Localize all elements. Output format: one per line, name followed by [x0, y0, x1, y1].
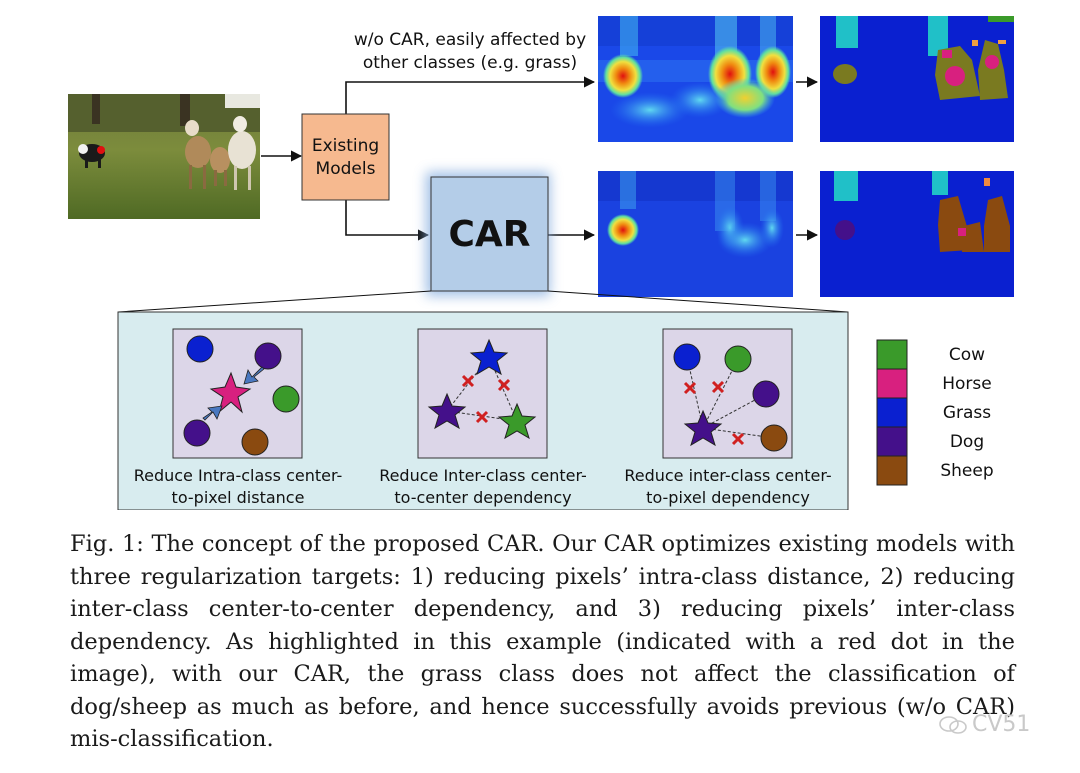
legend-label-grass: Grass	[943, 403, 991, 423]
center-to-center-panel	[417, 328, 548, 459]
figure-caption-text: The concept of the proposed CAR. Our CAR…	[70, 531, 1015, 752]
existing-models-label-line1: Existing	[312, 136, 379, 156]
wo-car-note-line2: other classes (e.g. grass)	[363, 53, 577, 73]
wo-car-note-line1: w/o CAR, easily affected by	[354, 30, 586, 50]
existing-models-box	[301, 113, 390, 201]
concept-figure: Existing Models CAR w/o CAR, easily affe…	[68, 16, 1014, 510]
panel3-caption-line1: Reduce inter-class center-	[624, 466, 831, 485]
car-label: CAR	[448, 214, 530, 255]
wechat-logo-icon	[939, 716, 967, 734]
legend-label-sheep: Sheep	[940, 461, 993, 481]
legend-label-horse: Horse	[942, 374, 992, 394]
panel1-caption-line1: Reduce Intra-class center-	[134, 466, 343, 485]
heatmap-without-car	[598, 16, 793, 142]
legend-swatch-grass	[876, 397, 908, 428]
input-photo	[68, 94, 260, 219]
panel2-caption-line1: Reduce Inter-class center-	[379, 466, 587, 485]
red-dot-marker	[97, 146, 105, 154]
heatmap-with-car	[598, 171, 793, 297]
intra-class-panel	[172, 328, 303, 459]
legend-swatch-horse	[876, 368, 908, 399]
segmentation-with-car	[820, 171, 1014, 297]
panel2-caption-line2: to-center dependency	[394, 488, 571, 507]
watermark-text: CV51	[972, 712, 1031, 737]
flow-arrows	[261, 76, 819, 241]
class-legend: Cow Horse Grass Dog Sheep	[876, 339, 994, 486]
figure-caption: Fig. 1: The concept of the proposed CAR.…	[70, 528, 1015, 756]
center-to-pixel-panel	[662, 328, 793, 459]
existing-models-label-line2: Models	[316, 159, 376, 179]
car-box	[430, 176, 549, 292]
figure-caption-label: Fig. 1:	[70, 531, 144, 557]
panel3-caption-line2: to-pixel dependency	[646, 488, 810, 507]
watermark: CV51	[938, 712, 1030, 737]
legend-label-dog: Dog	[950, 432, 984, 452]
legend-swatch-cow	[876, 339, 908, 370]
legend-swatch-sheep	[876, 455, 908, 486]
legend-label-cow: Cow	[949, 345, 985, 365]
segmentation-without-car	[820, 16, 1014, 142]
panel1-caption-line2: to-pixel distance	[172, 488, 305, 507]
legend-swatch-dog	[876, 426, 908, 457]
